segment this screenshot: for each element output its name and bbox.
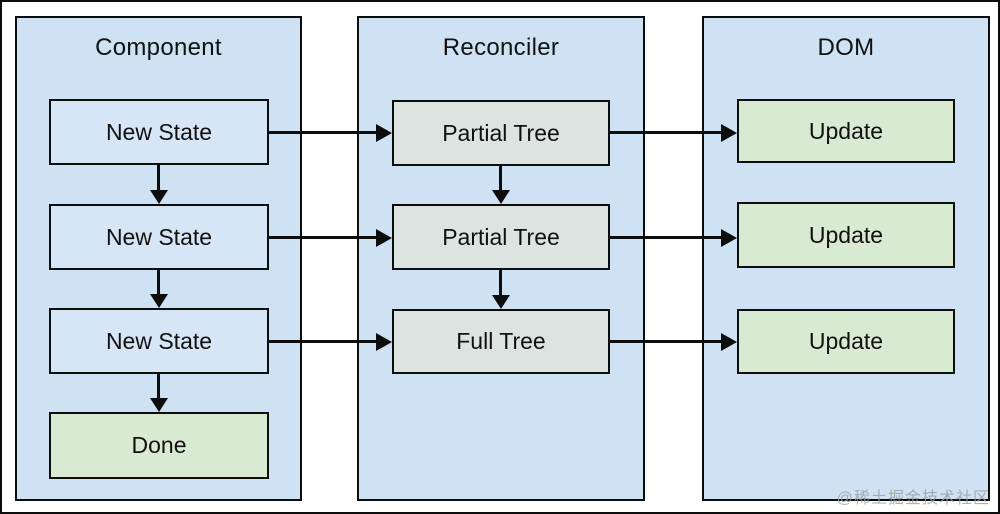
arrow-newstate1-to-partialtree1 xyxy=(268,131,376,134)
node-new-state-2: New State xyxy=(49,204,269,270)
node-update-1: Update xyxy=(737,99,955,163)
node-partial-tree-2: Partial Tree xyxy=(392,204,610,270)
arrow-partialtree2-to-update2 xyxy=(609,236,721,239)
watermark: @稀土掘金技术社区 xyxy=(836,490,990,507)
node-new-state-3: New State xyxy=(49,308,269,374)
node-new-state-1: New State xyxy=(49,99,269,165)
arrow-newstate2-to-newstate3 xyxy=(157,270,160,294)
arrow-fulltree-to-update3 xyxy=(609,340,721,343)
arrow-partialtree2-to-fulltree xyxy=(499,270,502,295)
node-update-2: Update xyxy=(737,202,955,268)
node-partial-tree-1: Partial Tree xyxy=(392,100,610,166)
node-update-3: Update xyxy=(737,309,955,374)
panel-title-component: Component xyxy=(95,34,222,61)
arrow-newstate1-to-newstate2 xyxy=(157,165,160,190)
arrow-partialtree1-to-update1 xyxy=(609,131,721,134)
arrow-newstate3-to-done xyxy=(157,374,160,398)
panel-title-dom: DOM xyxy=(817,34,875,61)
node-done: Done xyxy=(49,412,269,479)
arrow-newstate2-to-partialtree2 xyxy=(268,236,376,239)
arrow-newstate3-to-fulltree xyxy=(268,340,376,343)
node-full-tree: Full Tree xyxy=(392,309,610,374)
panel-title-reconciler: Reconciler xyxy=(442,34,560,61)
arrow-partialtree1-to-partialtree2 xyxy=(499,166,502,190)
